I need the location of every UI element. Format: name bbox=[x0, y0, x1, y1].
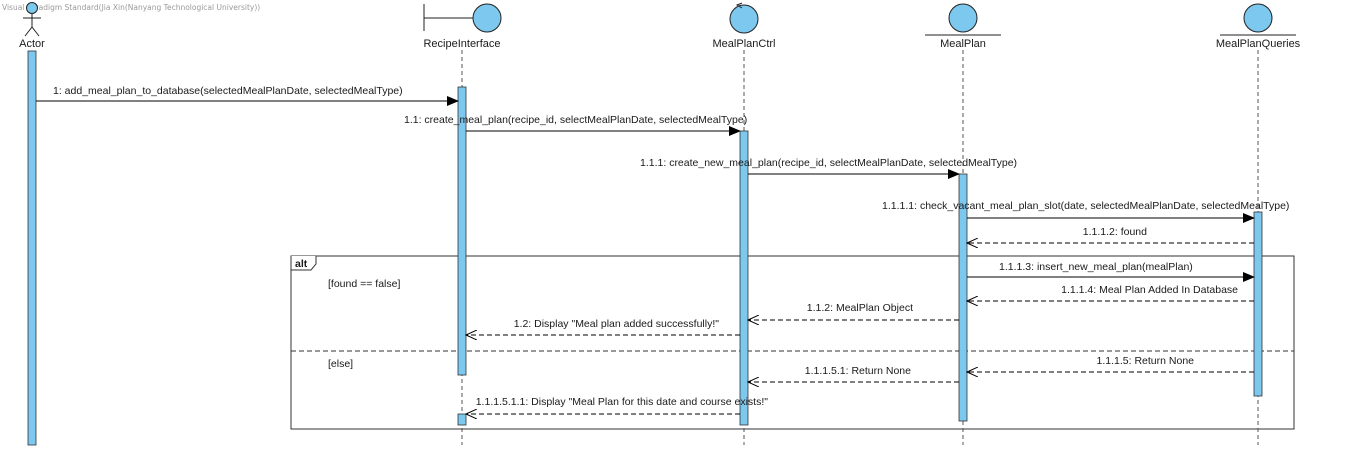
message-11[interactable]: 1.1.1.5.1: Return None bbox=[748, 365, 959, 382]
lifeline-label-ri: RecipeInterface bbox=[423, 38, 500, 50]
message-label: 1.1.2: MealPlan Object bbox=[807, 302, 913, 314]
guard-found-false: [found == false] bbox=[328, 278, 400, 290]
fragment-operator-label: alt bbox=[295, 258, 308, 270]
fragment-operator-tab bbox=[290, 256, 317, 271]
message-7[interactable]: 1.1.1.4: Meal Plan Added In Database bbox=[967, 284, 1254, 301]
message-4[interactable]: 1.1.1.1: check_vacant_meal_plan_slot(dat… bbox=[882, 200, 1289, 223]
message-9[interactable]: 1.2: Display "Meal plan added successful… bbox=[466, 318, 740, 335]
activation-bar-actor bbox=[27, 50, 37, 446]
message-3[interactable]: 1.1.1: create_new_meal_plan(recipe_id, s… bbox=[640, 157, 1017, 179]
lifeline-head-mpc[interactable]: MealPlanCtrl bbox=[713, 2, 776, 50]
message-10[interactable]: 1.1.1.5: Return None bbox=[967, 355, 1254, 372]
lifeline-label-mp: MealPlan bbox=[940, 38, 986, 50]
message-label: 1.1.1.4: Meal Plan Added In Database bbox=[1061, 284, 1238, 296]
lifeline-head-ri[interactable]: RecipeInterface bbox=[423, 3, 502, 50]
message-label: 1: add_meal_plan_to_database(selectedMea… bbox=[53, 85, 403, 97]
message-5[interactable]: 1.1.1.2: found bbox=[967, 226, 1254, 243]
entity-icon bbox=[925, 3, 1001, 36]
entity-icon bbox=[1220, 3, 1296, 36]
alt-fragment: alt [found == false] [else] bbox=[290, 255, 1295, 430]
boundary-icon bbox=[423, 3, 502, 33]
message-1[interactable]: 1: add_meal_plan_to_database(selectedMea… bbox=[36, 85, 459, 106]
control-icon bbox=[729, 2, 759, 34]
message-label: 1.1.1.3: insert_new_meal_plan(mealPlan) bbox=[999, 261, 1193, 273]
message-6[interactable]: 1.1.1.3: insert_new_meal_plan(mealPlan) bbox=[967, 261, 1255, 282]
message-label: 1.1.1: create_new_meal_plan(recipe_id, s… bbox=[640, 157, 1017, 169]
message-label: 1.1: create_meal_plan(recipe_id, selectM… bbox=[404, 114, 747, 126]
lifeline-head-actor[interactable]: Actor bbox=[19, 2, 45, 51]
lifeline-label-actor: Actor bbox=[19, 38, 45, 50]
guard-else: [else] bbox=[328, 358, 353, 370]
activation-bar-mpq bbox=[1253, 211, 1263, 397]
activation-bar-mpc bbox=[739, 130, 749, 426]
message-label: 1.1.1.2: found bbox=[1083, 226, 1147, 238]
watermark: Visual Paradigm Standard(Jia Xin(Nanyang… bbox=[2, 3, 261, 12]
message-12[interactable]: 1.1.1.5.1.1: Display "Meal Plan for this… bbox=[466, 396, 768, 414]
message-label: 1.1.1.1: check_vacant_meal_plan_slot(dat… bbox=[882, 200, 1289, 212]
actor-icon bbox=[23, 2, 41, 37]
message-label: 1.1.1.5.1.1: Display "Meal Plan for this… bbox=[476, 396, 769, 408]
lifeline-head-mpq[interactable]: MealPlanQueries bbox=[1216, 3, 1301, 50]
lifeline-head-mp[interactable]: MealPlan bbox=[925, 3, 1001, 50]
message-2[interactable]: 1.1: create_meal_plan(recipe_id, selectM… bbox=[404, 114, 747, 136]
fragment-frame bbox=[290, 255, 1295, 430]
activation-bar-ri bbox=[457, 413, 467, 426]
message-label: 1.1.1.5.1: Return None bbox=[805, 365, 911, 377]
lifeline-label-mpc: MealPlanCtrl bbox=[713, 38, 776, 50]
activation-bar-ri bbox=[457, 86, 467, 376]
message-label: 1.2: Display "Meal plan added successful… bbox=[514, 318, 720, 330]
message-label: 1.1.1.5: Return None bbox=[1097, 355, 1195, 367]
message-8[interactable]: 1.1.2: MealPlan Object bbox=[748, 302, 959, 320]
lifeline-label-mpq: MealPlanQueries bbox=[1216, 38, 1301, 50]
